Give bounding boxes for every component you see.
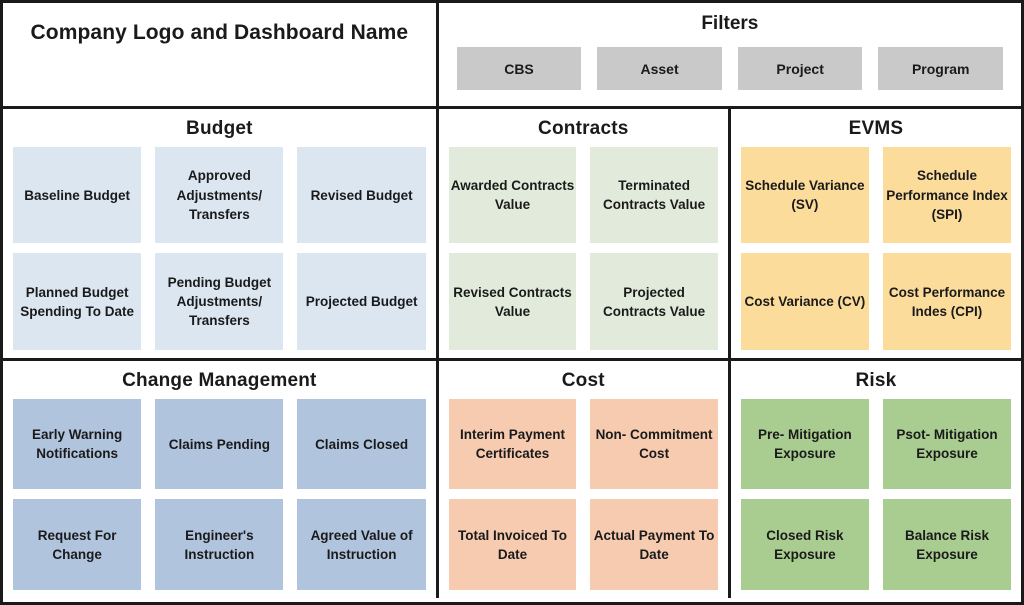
tile-total-invoiced-to-date[interactable]: Total Invoiced To Date <box>448 499 577 590</box>
tile-closed-risk-exposure[interactable]: Closed Risk Exposure <box>740 499 869 590</box>
filter-button-cbs[interactable]: CBS <box>456 47 582 90</box>
contracts-tile-grid: Awarded Contracts Value Terminated Contr… <box>448 146 718 350</box>
tile-actual-payment-to-date[interactable]: Actual Payment To Date <box>590 499 718 590</box>
tile-terminated-contracts-value[interactable]: Terminated Contracts Value <box>590 146 718 244</box>
panel-change-management: Change Management Early Warning Notifica… <box>3 361 439 598</box>
risk-tile-grid: Pre- Mitigation Exposure Psot- Mitigatio… <box>740 398 1012 590</box>
tile-planned-budget-spending-to-date[interactable]: Planned Budget Spending To Date <box>13 253 142 350</box>
company-logo-panel: Company Logo and Dashboard Name <box>3 3 439 106</box>
filter-button-asset[interactable]: Asset <box>597 47 722 90</box>
tile-claims-pending[interactable]: Claims Pending <box>155 398 284 490</box>
filters-title: Filters <box>701 13 759 34</box>
panel-budget: Budget Baseline Budget Approved Adjustme… <box>3 109 439 358</box>
panel-title-risk: Risk <box>855 370 897 391</box>
tile-interim-payment-certificates[interactable]: Interim Payment Certificates <box>448 398 577 490</box>
tile-awarded-contracts-value[interactable]: Awarded Contracts Value <box>448 146 577 244</box>
metrics-row-bottom: Change Management Early Warning Notifica… <box>3 361 1021 598</box>
budget-tile-grid: Baseline Budget Approved Adjustments/ Tr… <box>13 146 426 350</box>
tile-revised-contracts-value[interactable]: Revised Contracts Value <box>448 253 577 350</box>
change-management-tile-grid: Early Warning Notifications Claims Pendi… <box>13 398 426 590</box>
tile-request-for-change[interactable]: Request For Change <box>13 499 142 590</box>
page-title: Company Logo and Dashboard Name <box>30 21 409 44</box>
tile-pre-mitigation-exposure[interactable]: Pre- Mitigation Exposure <box>740 398 869 490</box>
cost-tile-grid: Interim Payment Certificates Non- Commit… <box>448 398 718 590</box>
metrics-row-top: Budget Baseline Budget Approved Adjustme… <box>3 109 1021 361</box>
panel-title-evms: EVMS <box>848 118 904 139</box>
tile-early-warning-notifications[interactable]: Early Warning Notifications <box>13 398 142 490</box>
filters-panel: Filters CBS Asset Project Program <box>439 3 1021 106</box>
tile-agreed-value-of-instruction[interactable]: Agreed Value of Instruction <box>297 499 426 590</box>
tile-schedule-variance[interactable]: Schedule Variance (SV) <box>740 146 869 244</box>
tile-baseline-budget[interactable]: Baseline Budget <box>13 146 142 244</box>
filter-button-program[interactable]: Program <box>878 47 1004 90</box>
tile-approved-adjustments-transfers[interactable]: Approved Adjustments/ Transfers <box>155 146 284 244</box>
panel-contracts: Contracts Awarded Contracts Value Termin… <box>439 109 731 358</box>
tile-projected-contracts-value[interactable]: Projected Contracts Value <box>590 253 718 350</box>
evms-tile-grid: Schedule Variance (SV) Schedule Performa… <box>740 146 1012 350</box>
filter-button-group: CBS Asset Project Program <box>449 47 1011 90</box>
tile-schedule-performance-index[interactable]: Schedule Performance Index (SPI) <box>882 146 1012 244</box>
header-row: Company Logo and Dashboard Name Filters … <box>3 3 1021 109</box>
tile-pending-budget-adjustments-transfers[interactable]: Pending Budget Adjustments/ Transfers <box>155 253 284 350</box>
filter-button-project[interactable]: Project <box>737 47 863 90</box>
panel-title-cost: Cost <box>561 370 605 391</box>
tile-projected-budget[interactable]: Projected Budget <box>297 253 426 350</box>
panel-risk: Risk Pre- Mitigation Exposure Psot- Miti… <box>731 361 1021 598</box>
panel-evms: EVMS Schedule Variance (SV) Schedule Per… <box>731 109 1021 358</box>
tile-cost-performance-index[interactable]: Cost Performance Indes (CPI) <box>882 253 1012 350</box>
tile-post-mitigation-exposure[interactable]: Psot- Mitigation Exposure <box>882 398 1012 490</box>
tile-balance-risk-exposure[interactable]: Balance Risk Exposure <box>882 499 1012 590</box>
tile-claims-closed[interactable]: Claims Closed <box>297 398 426 490</box>
tile-cost-variance[interactable]: Cost Variance (CV) <box>740 253 869 350</box>
tile-revised-budget[interactable]: Revised Budget <box>297 146 426 244</box>
tile-engineers-instruction[interactable]: Engineer's Instruction <box>155 499 284 590</box>
panel-title-change-management: Change Management <box>122 370 317 391</box>
tile-non-commitment-cost[interactable]: Non- Commitment Cost <box>590 398 718 490</box>
panel-cost: Cost Interim Payment Certificates Non- C… <box>439 361 731 598</box>
panel-title-contracts: Contracts <box>538 118 629 139</box>
panel-title-budget: Budget <box>186 118 253 139</box>
